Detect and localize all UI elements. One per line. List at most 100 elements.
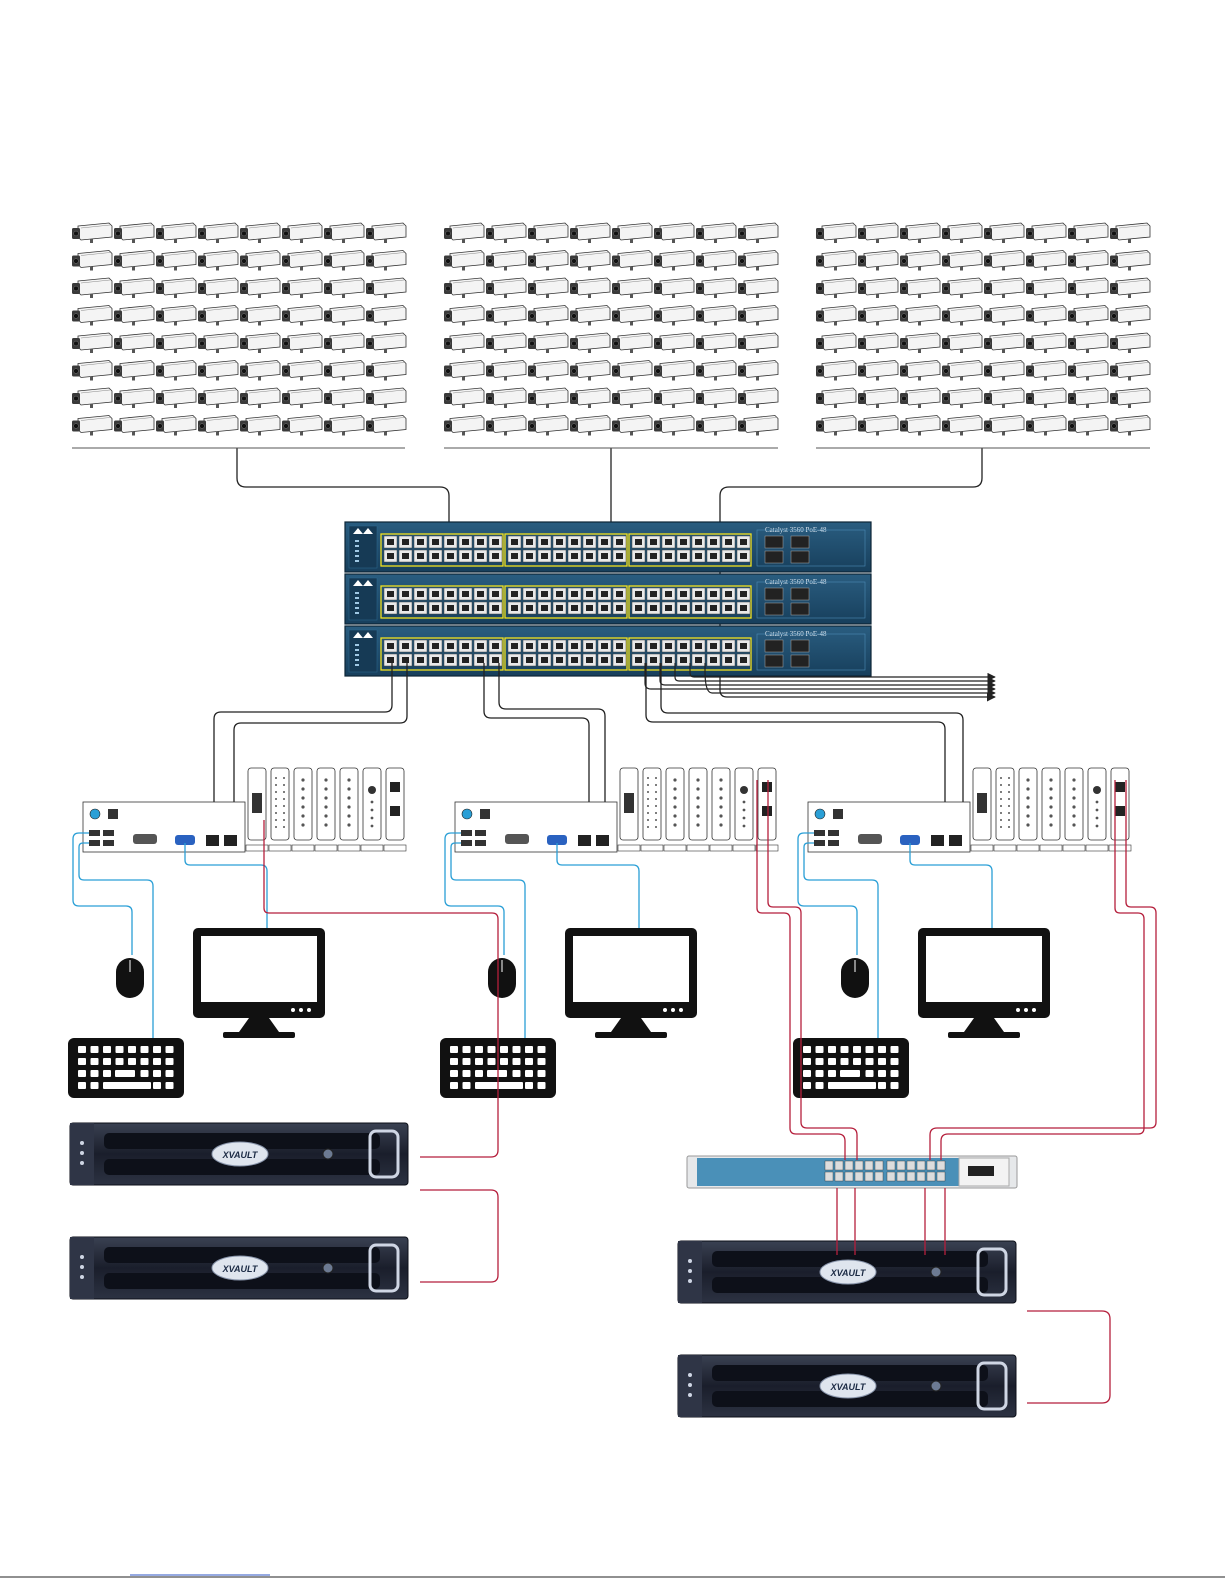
camera-icon [198, 223, 238, 243]
expansion-slot [1086, 768, 1108, 851]
camera-icon [612, 278, 652, 298]
camera-icon [156, 333, 196, 353]
usb-port[interactable] [814, 830, 825, 836]
sfp-port[interactable] [791, 655, 809, 667]
sfp-port[interactable] [791, 603, 809, 615]
camera-icon [942, 416, 982, 436]
ethernet-port[interactable] [917, 1172, 925, 1181]
camera-icon [1068, 278, 1108, 298]
camera-icon [198, 306, 238, 326]
ethernet-port[interactable] [855, 1172, 863, 1181]
camera-icon [282, 278, 322, 298]
sfp-port[interactable] [791, 551, 809, 563]
server-logo: XVAULT [222, 1264, 259, 1274]
usb-port[interactable] [89, 840, 100, 846]
ethernet-port[interactable] [855, 1161, 863, 1170]
sfp-port[interactable] [765, 551, 783, 563]
camera-icon [858, 333, 898, 353]
expansion-slot [1109, 768, 1131, 851]
camera-icon [942, 333, 982, 353]
sfp-port[interactable] [765, 536, 783, 548]
expansion-slot [664, 768, 686, 851]
ethernet-port[interactable] [927, 1161, 935, 1170]
ethernet-port[interactable] [917, 1161, 925, 1170]
ethernet-port[interactable] [931, 835, 944, 846]
serial-port[interactable] [133, 834, 157, 844]
ethernet-port[interactable] [927, 1172, 935, 1181]
ethernet-port[interactable] [865, 1172, 873, 1181]
usb-port[interactable] [475, 830, 486, 836]
ethernet-port[interactable] [845, 1172, 853, 1181]
sfp-port[interactable] [765, 588, 783, 600]
ethernet-port[interactable] [835, 1161, 843, 1170]
usb-port[interactable] [814, 840, 825, 846]
sfp-port[interactable] [791, 588, 809, 600]
sfp-port[interactable] [791, 640, 809, 652]
usb-port[interactable] [475, 840, 486, 846]
sfp-port[interactable] [765, 640, 783, 652]
usb-port[interactable] [461, 840, 472, 846]
serial-port[interactable] [505, 834, 529, 844]
camera-icon [816, 223, 856, 243]
ethernet-port[interactable] [578, 835, 591, 846]
camera-icon [486, 333, 526, 353]
ethernet-port[interactable] [937, 1161, 945, 1170]
ethernet-port[interactable] [887, 1161, 895, 1170]
camera-icon [324, 251, 364, 271]
ethernet-port[interactable] [907, 1161, 915, 1170]
ethernet-port[interactable] [596, 835, 609, 846]
sfp-port[interactable] [765, 603, 783, 615]
usb-port[interactable] [89, 830, 100, 836]
camera-icon [240, 223, 280, 243]
camera-icon [1068, 416, 1108, 436]
camera-icon [858, 306, 898, 326]
camera-icon [570, 388, 610, 408]
camera-icon [984, 361, 1024, 381]
sfp-port[interactable] [765, 655, 783, 667]
ethernet-port[interactable] [907, 1172, 915, 1181]
motherboard-io-panel [455, 802, 617, 852]
camera-icon [114, 333, 154, 353]
workstation-2 [440, 768, 778, 1098]
ethernet-port[interactable] [937, 1172, 945, 1181]
usb-port[interactable] [461, 830, 472, 836]
camera-icon [486, 223, 526, 243]
ethernet-port[interactable] [224, 835, 237, 846]
ethernet-port[interactable] [949, 835, 962, 846]
camera-icon [366, 333, 406, 353]
camera-icon [240, 361, 280, 381]
camera-icon [1110, 388, 1150, 408]
camera-icon [72, 223, 112, 243]
ethernet-port[interactable] [897, 1172, 905, 1181]
camera-icon [72, 333, 112, 353]
server-logo: XVAULT [830, 1268, 867, 1278]
camera-icon [114, 278, 154, 298]
ethernet-port[interactable] [845, 1161, 853, 1170]
keyboard-icon [793, 1038, 909, 1098]
ethernet-port[interactable] [835, 1172, 843, 1181]
ethernet-port[interactable] [865, 1161, 873, 1170]
camera-icon [198, 251, 238, 271]
camera-icon [900, 251, 940, 271]
camera-icon [156, 388, 196, 408]
camera-icon [900, 278, 940, 298]
ethernet-port[interactable] [825, 1172, 833, 1181]
serial-port[interactable] [858, 834, 882, 844]
camera-icon [654, 306, 694, 326]
usb-port[interactable] [828, 840, 839, 846]
ethernet-port[interactable] [897, 1161, 905, 1170]
camera-icon [1026, 333, 1066, 353]
usb-port[interactable] [103, 840, 114, 846]
motherboard-io-panel [83, 802, 245, 852]
ethernet-port[interactable] [206, 835, 219, 846]
usb-port[interactable] [103, 830, 114, 836]
ethernet-port[interactable] [887, 1172, 895, 1181]
ethernet-port[interactable] [875, 1172, 883, 1181]
server-logo: XVAULT [222, 1150, 259, 1160]
ethernet-port[interactable] [825, 1161, 833, 1170]
camera-icon [240, 251, 280, 271]
usb-port[interactable] [828, 830, 839, 836]
sfp-port[interactable] [791, 536, 809, 548]
ethernet-port[interactable] [875, 1161, 883, 1170]
